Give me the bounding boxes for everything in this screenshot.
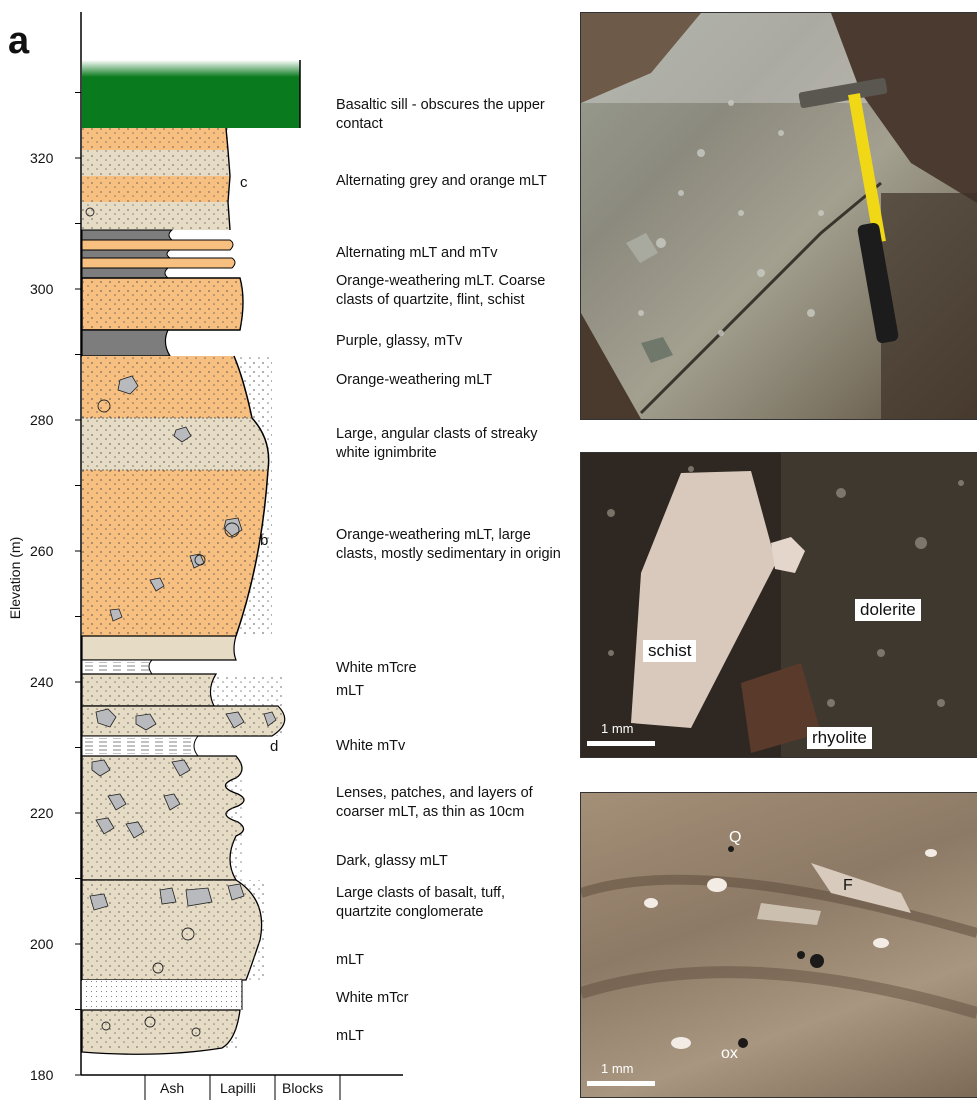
desc-alternating-mlt-mtv: Alternating mLT and mTv <box>336 244 576 263</box>
desc-orange-coarse: Orange-weathering mLT. Coarse clasts of … <box>336 272 556 310</box>
y-tick-label: 220 <box>30 805 53 821</box>
desc-mlt-3: mLT <box>336 1027 576 1046</box>
bed-mtv-grey-1 <box>82 230 172 240</box>
desc-angular-clasts: Large, angular clasts of streaky white i… <box>336 425 566 463</box>
photo-c-thin-section: schist dolerite rhyolite 1 mm <box>580 452 977 758</box>
scale-label: 1 mm <box>601 721 634 736</box>
y-tick-label: 260 <box>30 543 53 559</box>
scale-label: 1 mm <box>601 1061 634 1076</box>
basaltic-sill <box>82 60 300 128</box>
label-q: Q <box>729 829 741 847</box>
y-tick-label: 240 <box>30 674 53 690</box>
desc-white-mtv: White mTv <box>336 737 576 756</box>
desc-orange-weathering: Orange-weathering mLT <box>336 371 576 390</box>
desc-dark-glassy: Dark, glassy mLT <box>336 852 576 871</box>
bed-mlt-lens-2 <box>82 258 235 268</box>
column-mark-d: d <box>270 738 278 755</box>
desc-white-mtcre: White mTcre <box>336 659 576 678</box>
desc-lenses: Lenses, patches, and layers of coarser m… <box>336 784 561 822</box>
desc-large-clasts-basalt: Large clasts of basalt, tuff, quartzite … <box>336 884 516 922</box>
bed-mlt-lens-1 <box>82 240 233 250</box>
scale-bar <box>587 1081 655 1086</box>
grain-label-lapilli: Lapilli <box>220 1080 256 1096</box>
desc-mlt-1: mLT <box>336 682 576 701</box>
y-tick-label: 320 <box>30 150 53 166</box>
y-tick-label: 180 <box>30 1067 53 1083</box>
column-mark-c: c <box>240 174 248 191</box>
label-rhyolite: rhyolite <box>807 727 872 749</box>
desc-basaltic-sill: Basaltic sill - obscures the upper conta… <box>336 96 576 134</box>
y-tick-label: 200 <box>30 936 53 952</box>
desc-mlt-2: mLT <box>336 951 576 970</box>
label-schist: schist <box>643 640 696 662</box>
photo-d-thin-section: Q F ox 1 mm <box>580 792 977 1098</box>
label-dolerite: dolerite <box>855 599 921 621</box>
desc-orange-large-clasts: Orange-weathering mLT, large clasts, mos… <box>336 526 561 564</box>
bed-glassy-mtv <box>82 330 170 356</box>
label-ox: ox <box>721 1045 738 1063</box>
photo-b-outcrop <box>580 12 977 420</box>
y-tick-label: 280 <box>30 412 53 428</box>
desc-white-mtcr: White mTcr <box>336 989 576 1008</box>
desc-alternating-grey-orange: Alternating grey and orange mLT <box>336 172 576 191</box>
label-f: F <box>843 877 853 895</box>
y-tick-label: 300 <box>30 281 53 297</box>
grain-label-ash: Ash <box>160 1080 184 1096</box>
grain-label-blocks: Blocks <box>282 1080 323 1096</box>
bed-mtv-grey-2 <box>82 250 170 258</box>
scale-bar <box>587 741 655 746</box>
desc-purple-glassy: Purple, glassy, mTv <box>336 332 576 351</box>
column-mark-b: b <box>260 532 268 549</box>
bed-beige-lower <box>82 636 236 660</box>
bed-mtv-grey-3 <box>82 268 168 278</box>
